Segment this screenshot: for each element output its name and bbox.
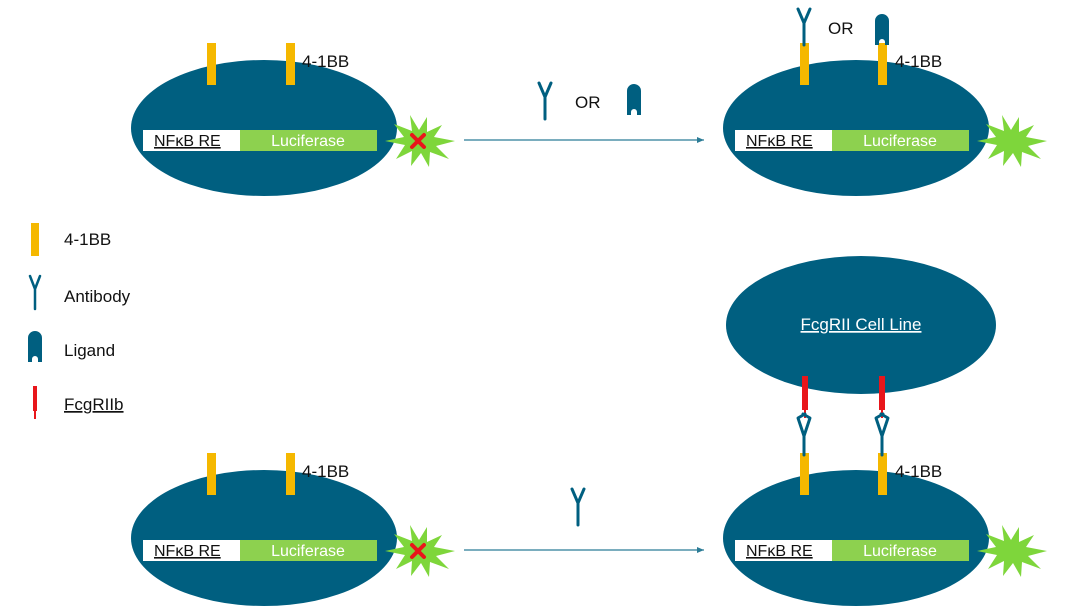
receptor-4-1bb — [800, 453, 809, 495]
legend-label: 4-1BB — [64, 230, 111, 249]
legend-label: Antibody — [64, 287, 131, 306]
or-label: OR — [828, 19, 854, 38]
nfkb-box — [143, 130, 240, 151]
receptor-4-1bb — [207, 43, 216, 85]
or-label: OR — [575, 93, 601, 112]
stimulus-bottom — [464, 487, 704, 553]
luciferase-box — [832, 540, 969, 561]
fcgrii-cell-body — [726, 256, 996, 394]
stimulus-top: OR — [464, 81, 704, 143]
fcgriib-receptor — [879, 376, 885, 418]
nfkb-box — [735, 130, 832, 151]
nfkb-label: NFκB RE — [746, 543, 813, 560]
cell-top-right: OR 4-1BB NFκB RE Luciferase — [723, 7, 1047, 196]
antibody-icon — [796, 412, 812, 457]
cell-body — [131, 470, 397, 606]
receptor-4-1bb — [207, 453, 216, 495]
nfkb-label: NFκB RE — [154, 543, 221, 560]
receptor-4-1bb — [800, 43, 809, 85]
antibody-icon — [537, 81, 553, 121]
no-signal-x-icon — [410, 133, 426, 149]
fcgrii-cell: FcgRII Cell Line — [726, 256, 996, 394]
nfkb-box — [143, 540, 240, 561]
luciferase-box — [240, 130, 377, 151]
receptor-label: 4-1BB — [895, 52, 942, 71]
luciferase-box — [240, 540, 377, 561]
receptor-4-1bb — [286, 43, 295, 85]
receptor-4-1bb — [878, 43, 887, 85]
ligand-icon — [875, 14, 889, 45]
fcgrii-cell-label: FcgRII Cell Line — [801, 315, 922, 334]
ligand-icon — [28, 331, 42, 362]
cell-body — [723, 60, 989, 196]
antibody-icon — [570, 487, 586, 527]
no-signal-x-icon — [410, 543, 426, 559]
fcgriib-receptor — [802, 376, 808, 418]
receptor-bar-icon — [31, 223, 39, 256]
cell-top-left: 4-1BB NFκB RE Luciferase — [131, 43, 455, 196]
ligand-icon — [627, 84, 641, 115]
fcgriib-icon — [33, 386, 37, 419]
receptor-label: 4-1BB — [302, 462, 349, 481]
legend-label: Ligand — [64, 341, 115, 360]
nfkb-label: NFκB RE — [746, 133, 813, 150]
receptor-label: 4-1BB — [302, 52, 349, 71]
luciferase-label: Luciferase — [863, 133, 937, 150]
cell-bottom-left: 4-1BB NFκB RE Luciferase — [131, 453, 455, 606]
receptor-4-1bb — [286, 453, 295, 495]
nfkb-label: NFκB RE — [154, 133, 221, 150]
luciferase-label: Luciferase — [271, 133, 345, 150]
cell-body — [131, 60, 397, 196]
cell-bottom-right: 4-1BB NFκB RE Luciferase — [723, 412, 1047, 606]
luciferase-box — [832, 130, 969, 151]
luciferase-label: Luciferase — [863, 543, 937, 560]
antibody-icon — [796, 7, 812, 47]
cell-body — [723, 470, 989, 606]
receptor-4-1bb — [878, 453, 887, 495]
legend: 4-1BB Antibody Ligand FcgRIIb — [28, 223, 131, 419]
luciferase-label: Luciferase — [271, 543, 345, 560]
legend-label: FcgRIIb — [64, 395, 124, 414]
antibody-icon — [28, 274, 42, 311]
nfkb-box — [735, 540, 832, 561]
antibody-icon — [874, 412, 890, 457]
receptor-label: 4-1BB — [895, 462, 942, 481]
